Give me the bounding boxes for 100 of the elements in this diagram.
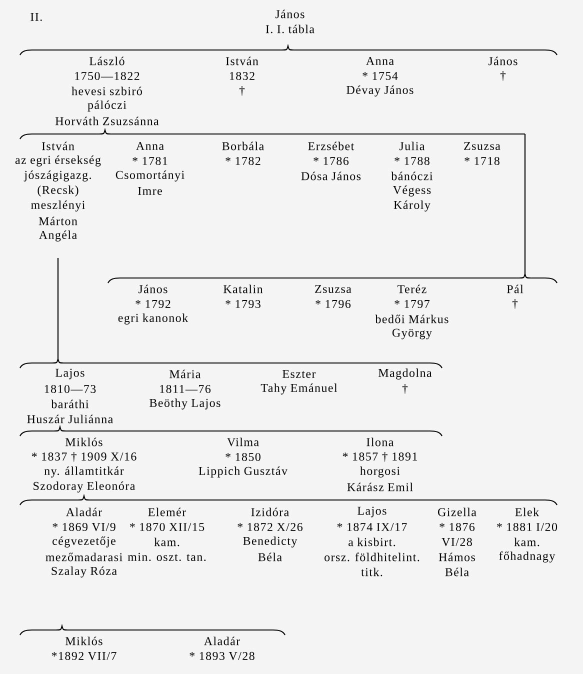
entry-text: Elek: [515, 508, 540, 516]
entry-text: * 1754: [362, 72, 398, 80]
entry-text: Borbála: [222, 142, 264, 150]
entry-text: meszlényi: [31, 200, 85, 212]
entry-text: Aladár: [204, 636, 240, 646]
entry-text: Miklós: [66, 636, 102, 646]
entry-text: * 1872 X/26: [238, 522, 302, 532]
entry-text: 1832: [230, 72, 254, 80]
entry-text: Gizella: [438, 508, 476, 516]
entry-text: az egri érsekség: [15, 156, 101, 166]
entry-text: Csomortányi: [116, 170, 184, 182]
entry-text: Aladár: [66, 508, 102, 516]
entry-text: Mária: [170, 370, 201, 378]
entry-text: * 1782: [226, 156, 260, 166]
entry-text: Károly: [394, 200, 430, 212]
entry-text: mezőmadarasi: [46, 552, 122, 562]
entry-text: Ilona: [366, 438, 394, 446]
entry-text: 1750—1822: [75, 72, 140, 80]
entry-text: egri kanonok: [118, 314, 188, 324]
entry-text: * 1797: [394, 300, 430, 308]
entry-text: * 1786: [314, 156, 349, 166]
entry-text: II.: [30, 12, 42, 22]
entry-text: * 1870 XII/15: [130, 522, 204, 532]
entry-text: †: [500, 71, 506, 81]
entry-text: Lippich Gusztáv: [198, 466, 288, 478]
entry-text: * 1788: [394, 156, 430, 166]
entry-text: Szodoray Eleonóra: [34, 482, 136, 492]
entry-text: orsz. földhitelint.: [324, 552, 420, 562]
entry-text: Vilma: [227, 438, 259, 446]
entry-text: Katalin: [224, 284, 263, 294]
entry-text: ny. államtitkár: [44, 466, 124, 478]
entry-text: †: [239, 86, 245, 96]
entry-text: * 1781: [132, 156, 168, 166]
entry-text: jószágigazg.: [24, 170, 91, 182]
entry-text: Teréz: [398, 284, 426, 294]
entry-text: †: [402, 384, 408, 394]
entry-text: Tahy Emánuel: [260, 384, 338, 394]
entry-text: * 1869 VI/9: [52, 522, 116, 532]
entry-text: a kisbirt.: [348, 538, 396, 546]
entry-text: Benedicty: [243, 536, 298, 548]
entry-text: Miklós: [66, 438, 102, 446]
entry-text: 1810—73: [44, 384, 96, 394]
entry-text: Magdolna: [378, 368, 432, 380]
entry-text: Elemér: [148, 508, 186, 516]
entry-text: * 1796: [316, 300, 351, 308]
entry-text: bánóczi: [391, 172, 433, 180]
entry-text: (Recsk): [38, 186, 78, 196]
entry-text: * 1718: [464, 156, 500, 166]
entry-text: * 1792: [136, 300, 170, 308]
entry-text: Zsuzsa: [315, 285, 352, 293]
entry-text: István: [226, 56, 258, 66]
entry-text: János: [138, 284, 168, 294]
entry-text: min. oszt. tan.: [128, 552, 206, 562]
entry-text: cégvezetője: [52, 536, 116, 548]
entry-text: Lajos: [56, 368, 84, 380]
entry-text: Dósa János: [301, 172, 361, 180]
entry-text: Horváth Zsuzsánna: [55, 116, 159, 126]
entry-text: Lajos: [358, 506, 386, 518]
entry-text: Zsuzsa: [464, 142, 500, 150]
entry-text: I. I. tábla: [266, 24, 314, 34]
entry-text: †: [512, 299, 518, 309]
entry-text: *1892 VII/7: [52, 652, 116, 660]
entry-text: horgosi: [360, 466, 400, 478]
entry-text: baráthi: [51, 400, 89, 408]
entry-text: * 1881 I/20: [497, 522, 558, 532]
entry-text: * 1850: [226, 452, 260, 462]
entry-text: Angéla: [38, 230, 77, 242]
entry-text: László: [90, 56, 124, 66]
entry-text: Kárász Emil: [347, 482, 413, 492]
entry-text: Imre: [138, 187, 162, 195]
entry-text: György: [392, 328, 432, 340]
entry-text: Béla: [445, 568, 469, 576]
entry-text: Pál: [506, 284, 524, 294]
entry-text: Anna: [136, 142, 164, 150]
entry-text: főhadnagy: [499, 551, 556, 562]
entry-text: Eszter: [282, 370, 316, 378]
entry-text: * 1837 † 1909 X/16: [32, 452, 136, 462]
entry-text: Anna: [366, 56, 394, 65]
entry-text: * 1874 IX/17: [337, 522, 407, 532]
entry-text: Szalay Róza: [52, 566, 117, 578]
entry-text: bedői Márkus: [375, 314, 448, 324]
entry-text: János: [488, 56, 518, 66]
entry-text: Julia: [399, 142, 425, 150]
entry-text: hevesi szbiró: [72, 86, 142, 96]
entry-text: Dévay János: [346, 86, 414, 96]
entry-text: kam.: [514, 538, 540, 546]
entry-text: kam.: [154, 538, 180, 546]
entry-text: Márton: [38, 216, 78, 226]
entry-text: Izidóra: [251, 508, 289, 516]
entry-text: Beöthy Lajos: [150, 398, 220, 410]
entry-text: 1811—76: [160, 384, 211, 394]
entry-text: titk.: [361, 568, 382, 576]
entry-text: Hámos: [438, 552, 475, 562]
entry-text: István: [42, 142, 74, 150]
entry-text: * 1857 † 1891: [342, 452, 417, 462]
entry-text: Huszár Juliánna: [27, 414, 113, 424]
entry-text: Végess: [393, 186, 431, 196]
entry-text: * 1793: [226, 300, 260, 308]
entry-text: VI/28: [442, 538, 472, 546]
entry-text: Béla: [258, 552, 282, 562]
